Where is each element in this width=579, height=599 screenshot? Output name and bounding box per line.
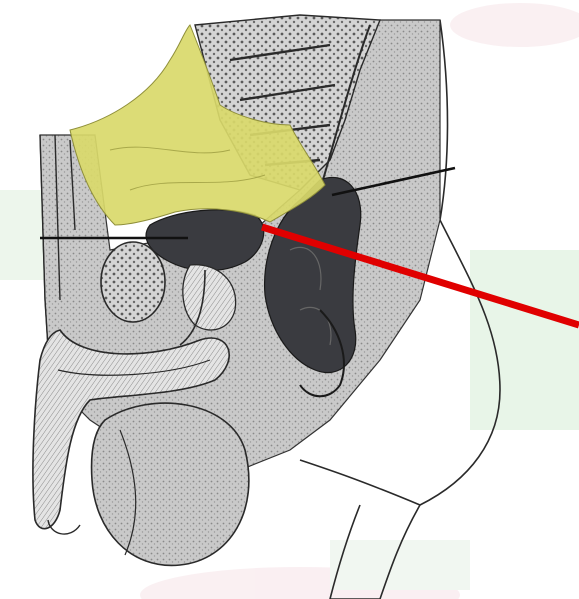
testis: [90, 402, 250, 567]
bladder: [145, 209, 265, 272]
leader-line-right: [331, 166, 456, 197]
highlighted-region: [69, 24, 326, 226]
penis: [32, 329, 230, 530]
body-outline: [299, 19, 501, 599]
red-pointer-line: [260, 223, 579, 329]
prostate: [182, 264, 237, 331]
pubic-bone: [100, 241, 166, 323]
anal-canal: [299, 309, 345, 398]
